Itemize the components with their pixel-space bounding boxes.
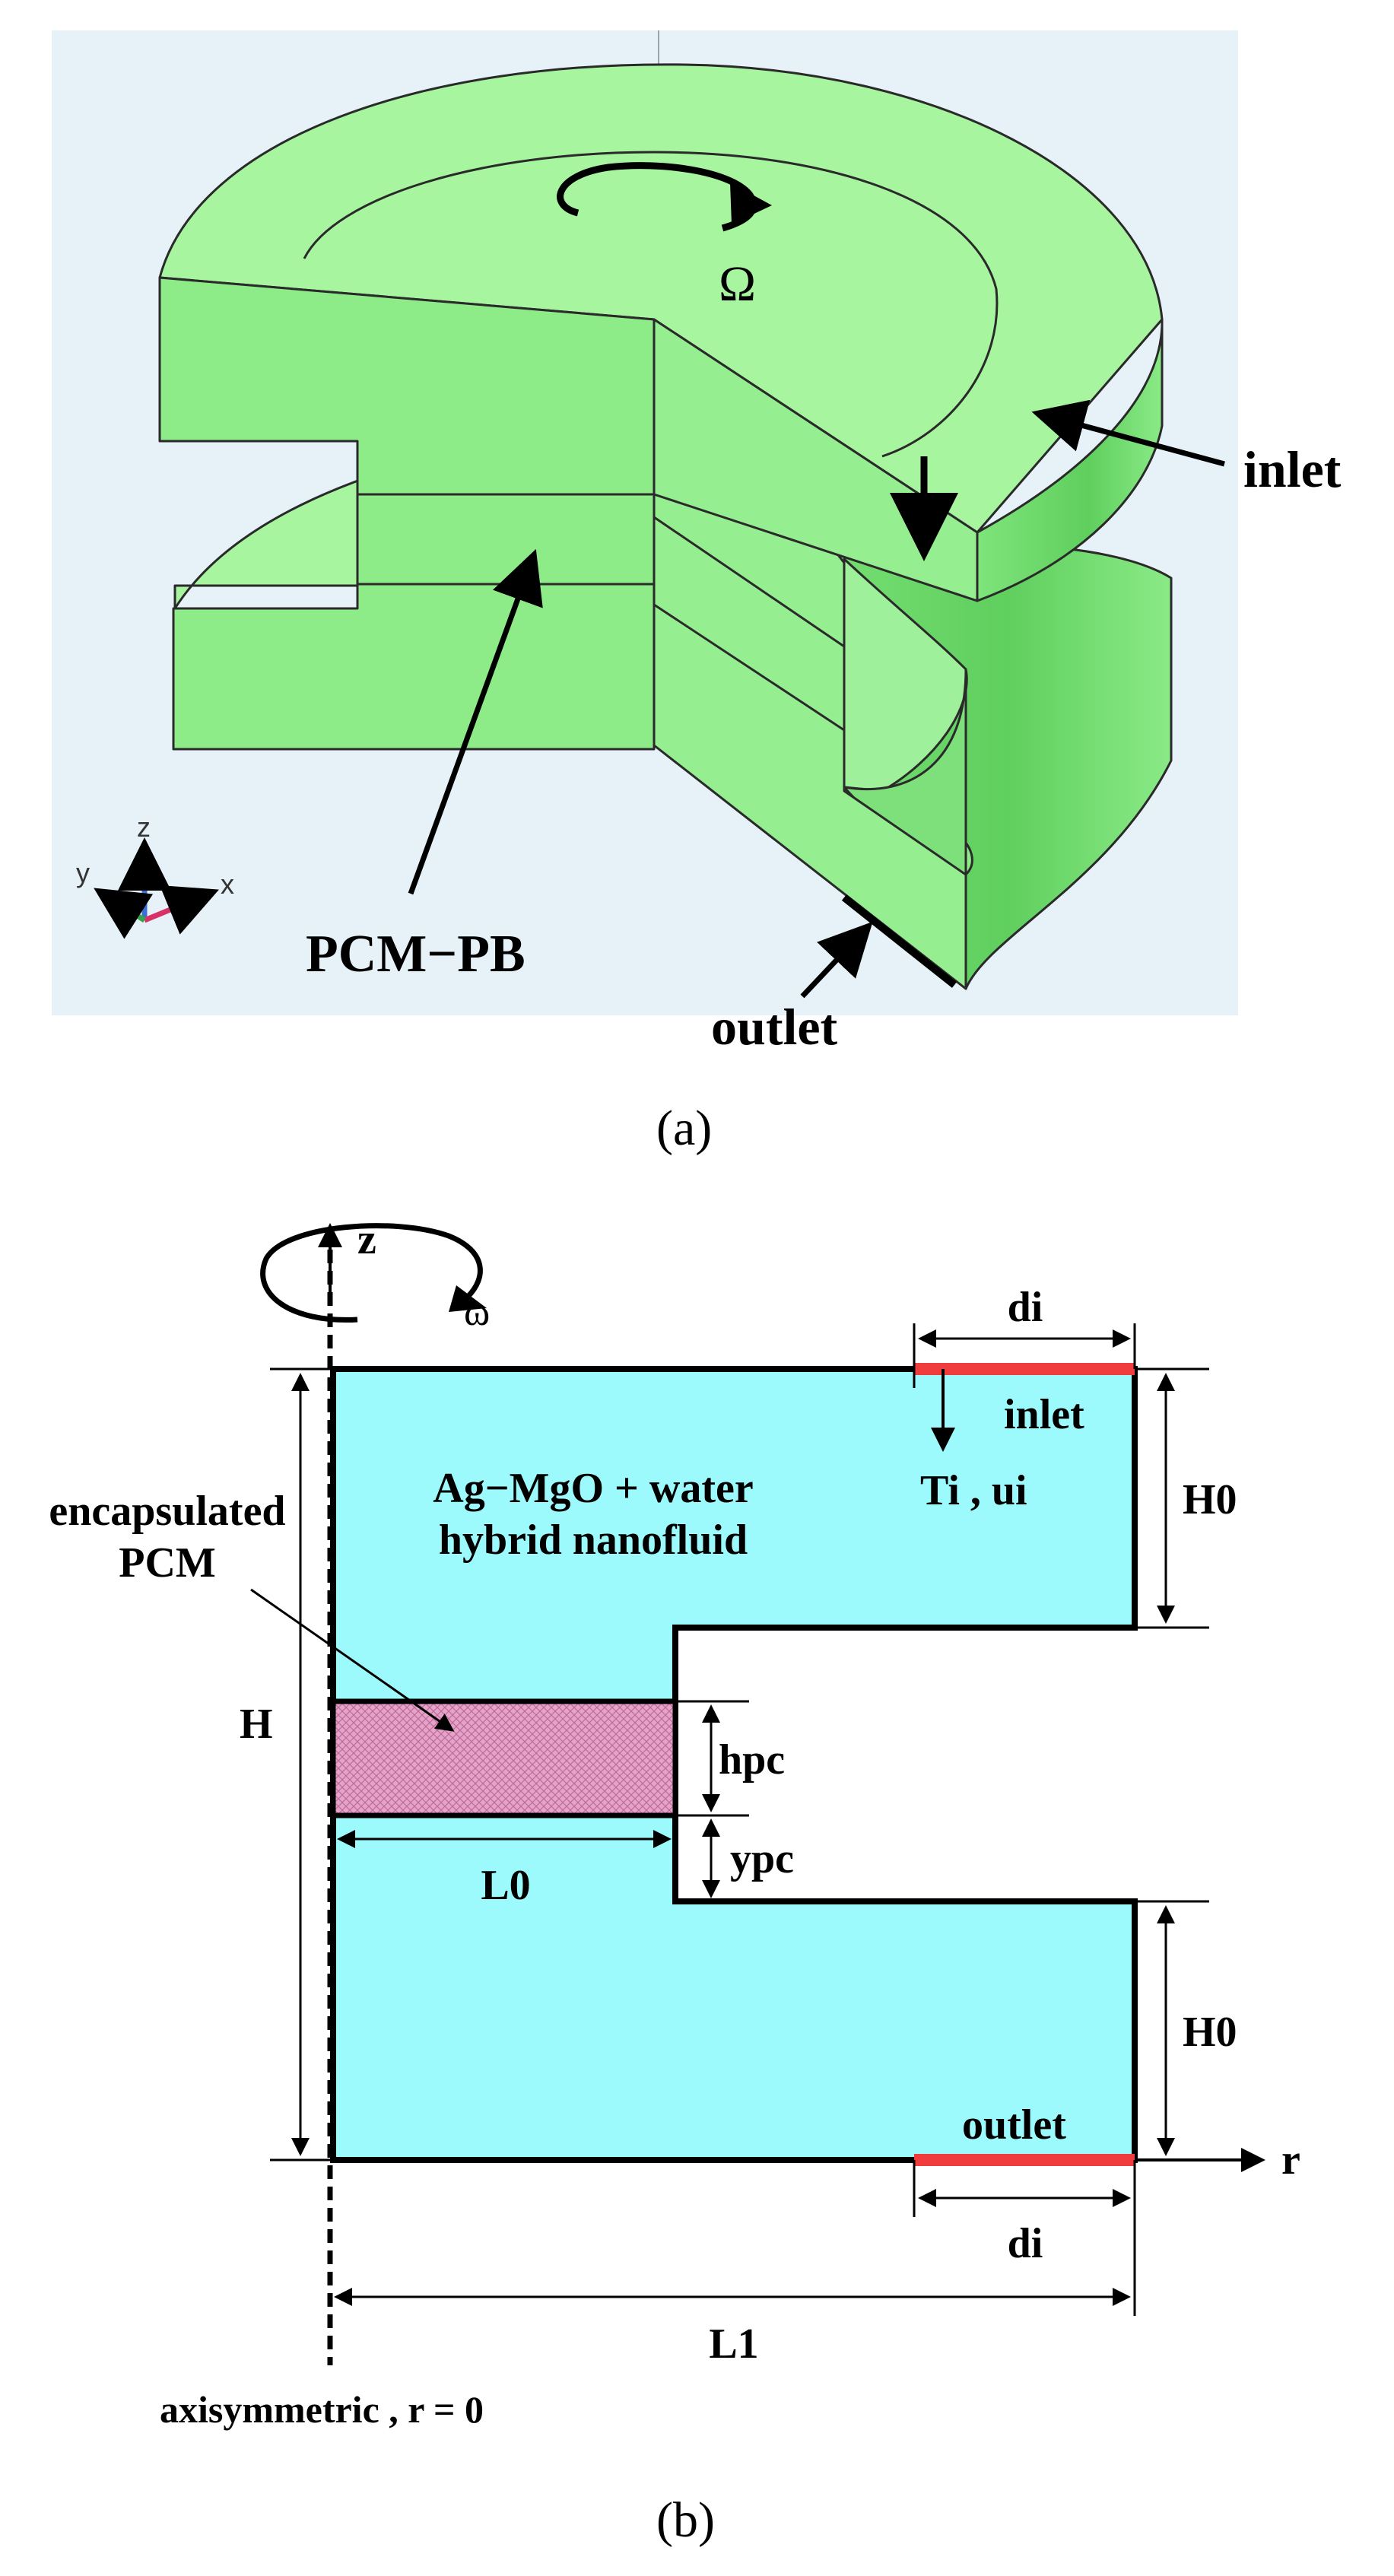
upper-disk [158, 63, 1164, 602]
omega-lower-symbol: ω [464, 1291, 490, 1334]
caption-b: (b) [656, 2492, 715, 2548]
caption-a: (a) [656, 1101, 712, 1156]
axis-y-label: y [76, 857, 90, 888]
dim-label-di-top: di [1008, 1284, 1043, 1331]
outlet-label: outlet [711, 998, 838, 1056]
extension-lines [270, 1323, 1209, 2316]
pcm-pointer-b [250, 1588, 455, 1732]
rotation-arrow-omega [557, 162, 772, 232]
outlet-pointer [800, 921, 873, 999]
pcm-label: PCM−PB [306, 925, 526, 983]
coordinate-triad [94, 837, 219, 939]
rotation-arrow-omega-b [260, 1223, 487, 1323]
inlet-label: inlet [1243, 440, 1342, 498]
dim-label-H: H [240, 1701, 273, 1748]
omega-symbol: Ω [719, 256, 756, 312]
axis-z-label: z [137, 812, 151, 843]
dim-label-hpc: hpc [719, 1736, 785, 1784]
fluid-label-line1: Ag−MgO + water [433, 1465, 753, 1512]
pcm-label-line1: encapsulated [49, 1488, 285, 1535]
dim-label-di-bottom: di [1008, 2220, 1043, 2267]
dim-label-L1: L1 [709, 2320, 758, 2368]
dim-label-L0: L0 [481, 1862, 530, 1909]
inlet-conditions: Ti , ui [920, 1467, 1027, 1514]
outlet-edge [841, 894, 957, 988]
pcm-block [330, 1698, 678, 1818]
outlet-label-b: outlet [962, 2101, 1066, 2149]
dim-label-ypc: ypc [730, 1835, 794, 1882]
inlet-pointer [1031, 399, 1225, 467]
fluid-label-line2: hybrid nanofluid [439, 1517, 748, 1564]
panel-b: z ω r Ag−MgO + water hybrid nanofluid in… [49, 1216, 1300, 2548]
axisymmetric-note: axisymmetric , r = 0 [160, 2388, 484, 2431]
pcm-pointer [408, 548, 543, 895]
dim-label-H0-bottom: H0 [1183, 2009, 1237, 2056]
r-axis-label: r [1281, 2136, 1300, 2184]
panel-a: Ω inlet outlet PCM−PB z x y (a) [52, 30, 1342, 1156]
inlet-label-b: inlet [1004, 1391, 1084, 1438]
dim-label-H0-top: H0 [1183, 1476, 1237, 1523]
dimension-lines [291, 1329, 1175, 2306]
pcm-label-line2: PCM [119, 1539, 216, 1587]
axis-x-label: x [221, 869, 234, 900]
